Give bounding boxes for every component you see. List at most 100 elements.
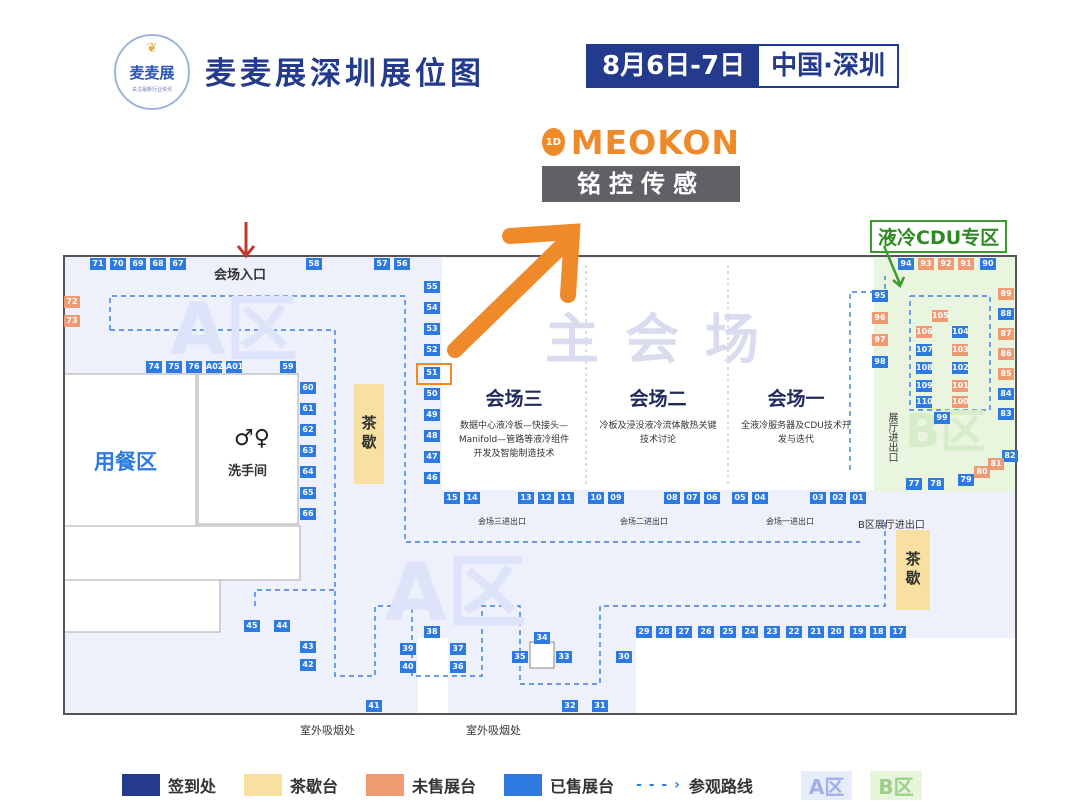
zone-a-watermark-2: A区 bbox=[385, 546, 527, 639]
booth-14: 14 bbox=[464, 492, 480, 504]
b-exit-label: B区展厅进出口 bbox=[858, 520, 925, 531]
legend-label-checkin: 签到处 bbox=[168, 777, 217, 796]
bottom-room-right bbox=[636, 638, 1016, 714]
tea-break-left: 茶歇 bbox=[354, 384, 384, 484]
booth-92: 92 bbox=[938, 258, 954, 270]
booth-101: 101 bbox=[952, 380, 969, 392]
booth-22: 22 bbox=[786, 626, 802, 638]
booth-109: 109 bbox=[916, 380, 933, 392]
restroom-icon: ♂♀ bbox=[234, 426, 270, 451]
logo-name: 麦麦展 bbox=[129, 63, 175, 82]
booth-83: 83 bbox=[998, 408, 1014, 420]
main-hall-label: 主会场 bbox=[545, 308, 785, 371]
booth-24: 24 bbox=[742, 626, 758, 638]
orange-arrow bbox=[447, 223, 581, 358]
booth-70: 70 bbox=[110, 258, 126, 270]
booth-91: 91 bbox=[958, 258, 974, 270]
booth-73: 73 bbox=[64, 315, 80, 327]
booth-28: 28 bbox=[656, 626, 672, 638]
booth-53: 53 bbox=[424, 323, 440, 335]
booth-01: 01 bbox=[850, 492, 866, 504]
session-2-desc: 冷板及浸没液冷流体散热关键技术讨论 bbox=[599, 421, 717, 445]
event-location: 中国·深圳 bbox=[759, 46, 897, 86]
legend-route-icon: - - - › bbox=[636, 777, 681, 793]
booth-39: 39 bbox=[400, 643, 416, 655]
zone-b-area bbox=[874, 256, 1016, 492]
booth-52: 52 bbox=[424, 344, 440, 356]
booth-17: 17 bbox=[890, 626, 906, 638]
booth-15: 15 bbox=[444, 492, 460, 504]
session-3-title: 会场三 bbox=[485, 388, 543, 410]
booth-98: 98 bbox=[872, 356, 888, 368]
booth-62: 62 bbox=[300, 424, 316, 436]
booth-48: 48 bbox=[424, 430, 440, 442]
booth-85: 85 bbox=[998, 368, 1014, 380]
booth-41: 41 bbox=[366, 700, 382, 712]
booth-04: 04 bbox=[752, 492, 768, 504]
booth-03: 03 bbox=[810, 492, 826, 504]
brand-icon: 1D bbox=[542, 128, 565, 156]
session-1: 会场一 全液冷服务器及CDU技术开发与迭代 bbox=[740, 384, 852, 447]
booth-95: 95 bbox=[872, 290, 888, 302]
booth-96: 96 bbox=[872, 312, 888, 324]
booth-07: 07 bbox=[684, 492, 700, 504]
page-title: 麦麦展深圳展位图 bbox=[205, 56, 485, 92]
tea-break-right: 茶歇 bbox=[896, 530, 930, 610]
booth-33: 33 bbox=[556, 651, 572, 663]
dining-label: 用餐区 bbox=[94, 450, 157, 474]
date-box: 8月6日-7日 中国·深圳 bbox=[586, 44, 899, 88]
booth-59: 59 bbox=[280, 361, 296, 373]
booth-37: 37 bbox=[450, 643, 466, 655]
sponsor-brand: 1D MEOKON bbox=[542, 123, 740, 162]
wheat-icon: ❦ bbox=[146, 41, 158, 56]
booth-89: 89 bbox=[998, 288, 1014, 300]
booth-63: 63 bbox=[300, 445, 316, 457]
hall-entrance-label: 展厅进出口 bbox=[886, 412, 897, 462]
booth-84: 84 bbox=[998, 388, 1014, 400]
booth-100: 100 bbox=[952, 396, 969, 408]
booth-A02: A02 bbox=[206, 361, 224, 373]
booth-19: 19 bbox=[850, 626, 866, 638]
room-block-2 bbox=[63, 579, 221, 633]
booth-49: 49 bbox=[424, 409, 440, 421]
booth-99: 99 bbox=[934, 412, 950, 424]
booth-30: 30 bbox=[616, 651, 632, 663]
booth-32: 32 bbox=[562, 700, 578, 712]
booth-05: 05 bbox=[732, 492, 748, 504]
session-3: 会场三 数据中心液冷板—快接头—Manifold—管路等液冷组件开发及智能制造技… bbox=[458, 384, 570, 461]
booth-21: 21 bbox=[808, 626, 824, 638]
booth-86: 86 bbox=[998, 348, 1014, 360]
booth-77: 77 bbox=[906, 478, 922, 490]
booth-74: 74 bbox=[146, 361, 162, 373]
booth-67: 67 bbox=[170, 258, 186, 270]
brand-name: MEOKON bbox=[570, 122, 740, 162]
session-1-title: 会场一 bbox=[767, 388, 825, 410]
booth-50: 50 bbox=[424, 388, 440, 400]
legend-swatch-unsold bbox=[366, 774, 405, 796]
booth-35: 35 bbox=[512, 651, 528, 663]
booth-27: 27 bbox=[676, 626, 692, 638]
booth-43: 43 bbox=[300, 641, 316, 653]
booth-06: 06 bbox=[704, 492, 720, 504]
legend-label-unsold: 未售展台 bbox=[412, 777, 477, 796]
booth-65: 65 bbox=[300, 487, 316, 499]
booth-110: 110 bbox=[916, 396, 933, 408]
booth-61: 61 bbox=[300, 403, 316, 415]
legend-label-sold: 已售展台 bbox=[550, 777, 615, 796]
legend-zone-a: A区 bbox=[800, 770, 853, 800]
session-3-exit: 会场三进出口 bbox=[478, 517, 526, 526]
restroom-room bbox=[197, 373, 299, 525]
legend: 签到处 茶歇台 未售展台 已售展台 - - - › 参观路线 A区 B区 bbox=[122, 770, 972, 800]
booth-34-block bbox=[529, 641, 555, 669]
booth-34: 34 bbox=[534, 632, 550, 644]
booth-88: 88 bbox=[998, 308, 1014, 320]
booth-87: 87 bbox=[998, 328, 1014, 340]
session-2-title: 会场二 bbox=[629, 388, 687, 410]
booth-107: 107 bbox=[916, 344, 933, 356]
booth-68: 68 bbox=[150, 258, 166, 270]
booth-23: 23 bbox=[764, 626, 780, 638]
booth-44: 44 bbox=[274, 620, 290, 632]
booth-93: 93 bbox=[918, 258, 934, 270]
